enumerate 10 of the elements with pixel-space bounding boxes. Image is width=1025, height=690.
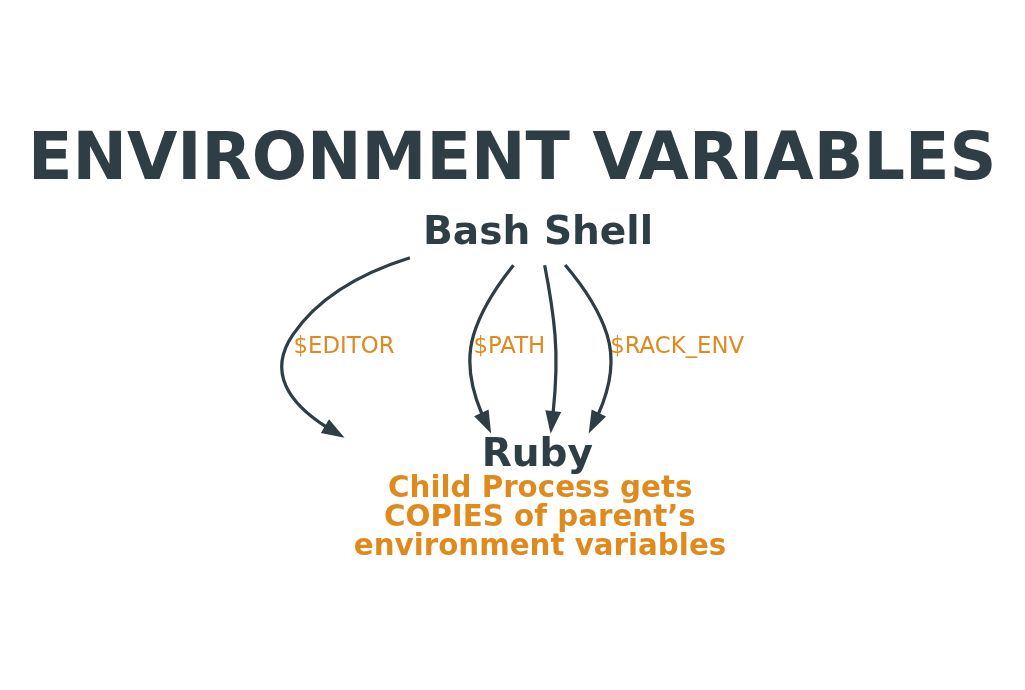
arrow (543, 264, 562, 434)
edge-label: $PATH (473, 331, 546, 358)
arrow (468, 263, 515, 433)
node-text: Ruby (481, 429, 594, 475)
arrow (280, 255, 411, 438)
edge-label: $RACK_ENV (610, 331, 745, 358)
diagram-title: ENVIRONMENT VARIABLES (27, 118, 997, 194)
arrow (563, 263, 613, 433)
node-text: Bash Shell (423, 207, 654, 253)
edge-label: $EDITOR (293, 331, 395, 358)
